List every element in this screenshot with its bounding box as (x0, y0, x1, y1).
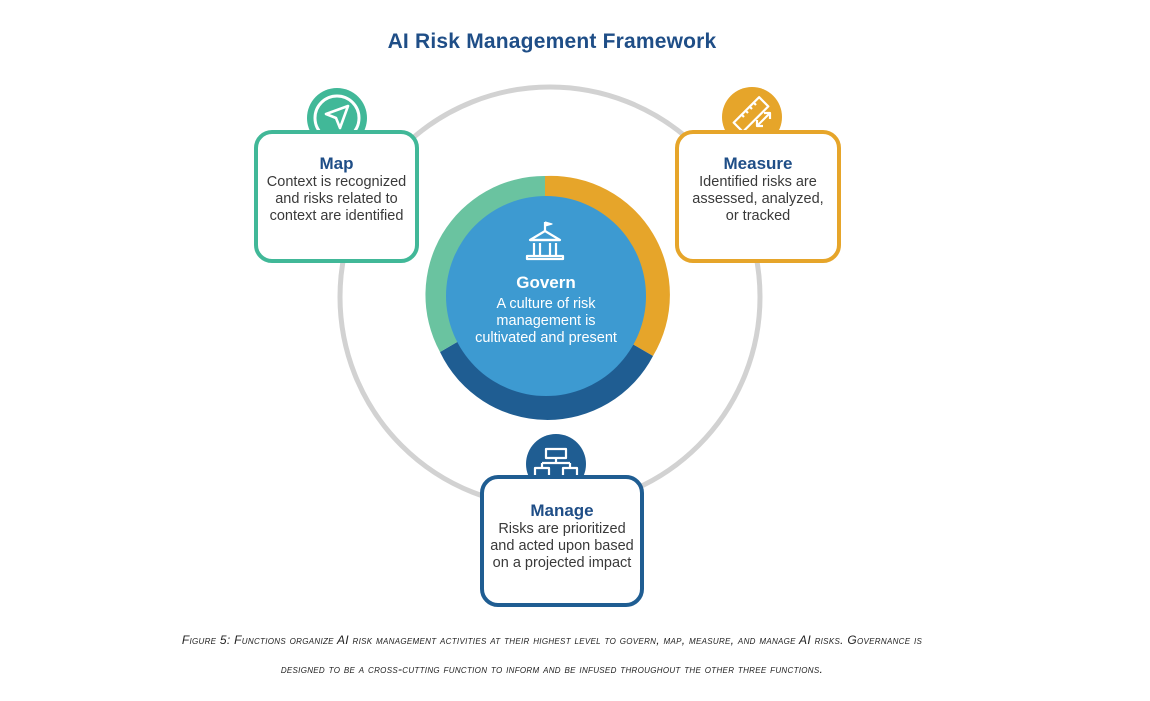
measure-title: Measure (723, 154, 793, 173)
caption-line-1: Figure 5: Functions organize AI risk man… (181, 633, 923, 647)
ruler-icon (732, 96, 772, 133)
govern-description: A culture of risk management is cultivat… (475, 296, 617, 346)
manage-description: Risks are prioritized and acted upon bas… (490, 521, 634, 571)
institution-building-icon (525, 221, 565, 261)
ring-segment-manage (440, 338, 653, 420)
diagram-title: AI Risk Management Framework (387, 30, 717, 53)
measure-description: Identified risks are assessed, analyzed,… (692, 174, 824, 224)
ring-segment-measure (545, 175, 670, 356)
manage-title: Manage (530, 501, 594, 520)
hierarchy-icon (533, 447, 579, 479)
ring-segment-map (425, 175, 545, 352)
govern-title: Govern (516, 273, 576, 292)
manage-box: Manage Risks are prioritized and acted u… (480, 475, 644, 607)
govern-text: Govern A culture of risk management is c… (466, 272, 626, 347)
figure-caption: Figure 5: Functions organize AI risk man… (0, 626, 1104, 684)
map-box: Map Context is recognized and risks rela… (254, 130, 419, 263)
measure-box: Measure Identified risks are assessed, a… (675, 130, 841, 263)
map-title: Map (319, 154, 354, 173)
govern-ring (425, 175, 670, 420)
govern-circle (446, 196, 646, 396)
map-description: Context is recognized and risks related … (266, 174, 407, 224)
caption-line-2: designed to be a cross-cutting function … (280, 662, 824, 676)
navigation-arrow-icon (324, 104, 350, 130)
